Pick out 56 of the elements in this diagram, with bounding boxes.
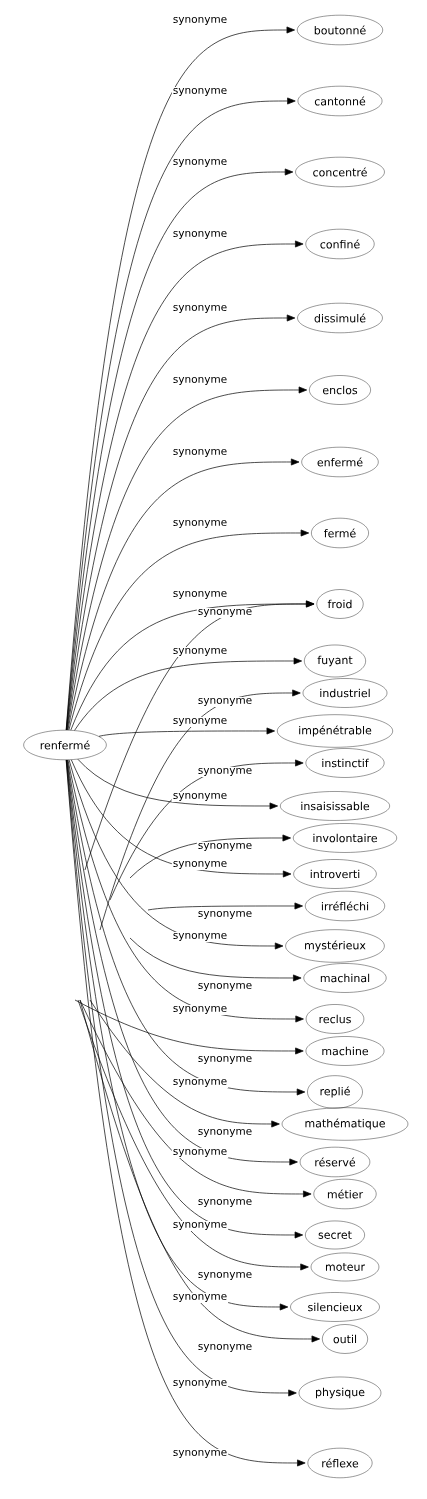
edge-label: synonyme bbox=[171, 791, 229, 802]
edge-label: synonyme bbox=[196, 607, 254, 618]
edge-label: synonyme bbox=[196, 981, 254, 992]
edge-label: synonyme bbox=[171, 518, 229, 529]
arrow bbox=[77, 758, 278, 810]
edge-label: synonyme bbox=[171, 375, 229, 387]
edge-label: synonyme bbox=[171, 1147, 229, 1158]
arrow bbox=[70, 759, 292, 878]
arrow bbox=[66, 759, 298, 1166]
arrow bbox=[67, 759, 304, 1023]
arrow bbox=[79, 999, 312, 1198]
edge-label: synonyme bbox=[196, 1270, 254, 1281]
edge-label: synonyme bbox=[171, 1220, 229, 1231]
arrow bbox=[66, 314, 296, 731]
arrow bbox=[66, 240, 304, 731]
edge-label: synonyme bbox=[196, 1342, 254, 1353]
arrow bbox=[89, 999, 280, 1128]
edge-label: synonyme bbox=[196, 1054, 254, 1065]
edge-label: synonyme bbox=[171, 1448, 229, 1459]
edge-label: synonyme bbox=[196, 909, 254, 920]
edge-label: synonyme bbox=[196, 766, 254, 777]
arrow bbox=[79, 999, 320, 1343]
arrow bbox=[84, 600, 315, 871]
arrow bbox=[129, 834, 291, 879]
edge-label: synonyme bbox=[171, 229, 229, 241]
arrow bbox=[67, 458, 300, 731]
edge-label: synonyme bbox=[171, 859, 229, 870]
arrow bbox=[68, 759, 284, 950]
arrow bbox=[77, 999, 309, 1271]
edge-label: synonyme bbox=[171, 447, 229, 459]
edge-label: synonyme bbox=[171, 716, 229, 727]
edge-label: synonyme bbox=[171, 303, 229, 315]
arrow bbox=[109, 759, 304, 901]
arrow bbox=[98, 727, 275, 737]
arrow bbox=[99, 689, 301, 931]
edge-label: synonyme bbox=[171, 157, 229, 169]
edge-label: synonyme bbox=[171, 86, 229, 98]
arrow bbox=[147, 902, 303, 911]
edge-label: synonyme bbox=[196, 841, 254, 852]
edge-label: synonyme bbox=[171, 15, 229, 27]
edge-label: synonyme bbox=[196, 696, 254, 708]
edge-label: synonyme bbox=[171, 931, 229, 942]
edge-label: synonyme bbox=[196, 1127, 254, 1138]
arrow bbox=[66, 759, 304, 1239]
arrow bbox=[74, 999, 304, 1055]
arrow bbox=[129, 937, 302, 982]
arrow bbox=[68, 529, 310, 731]
edge-label: synonyme bbox=[171, 1378, 229, 1389]
arrow bbox=[74, 657, 302, 731]
edge-label: synonyme bbox=[171, 646, 229, 657]
edge-label: synonyme bbox=[171, 1292, 229, 1303]
edge-label: synonyme bbox=[196, 1197, 254, 1208]
arrow bbox=[66, 386, 308, 731]
edge-label: synonyme bbox=[171, 1004, 229, 1015]
edge-label: synonyme bbox=[171, 1077, 229, 1088]
edge-label: synonyme bbox=[171, 589, 229, 601]
